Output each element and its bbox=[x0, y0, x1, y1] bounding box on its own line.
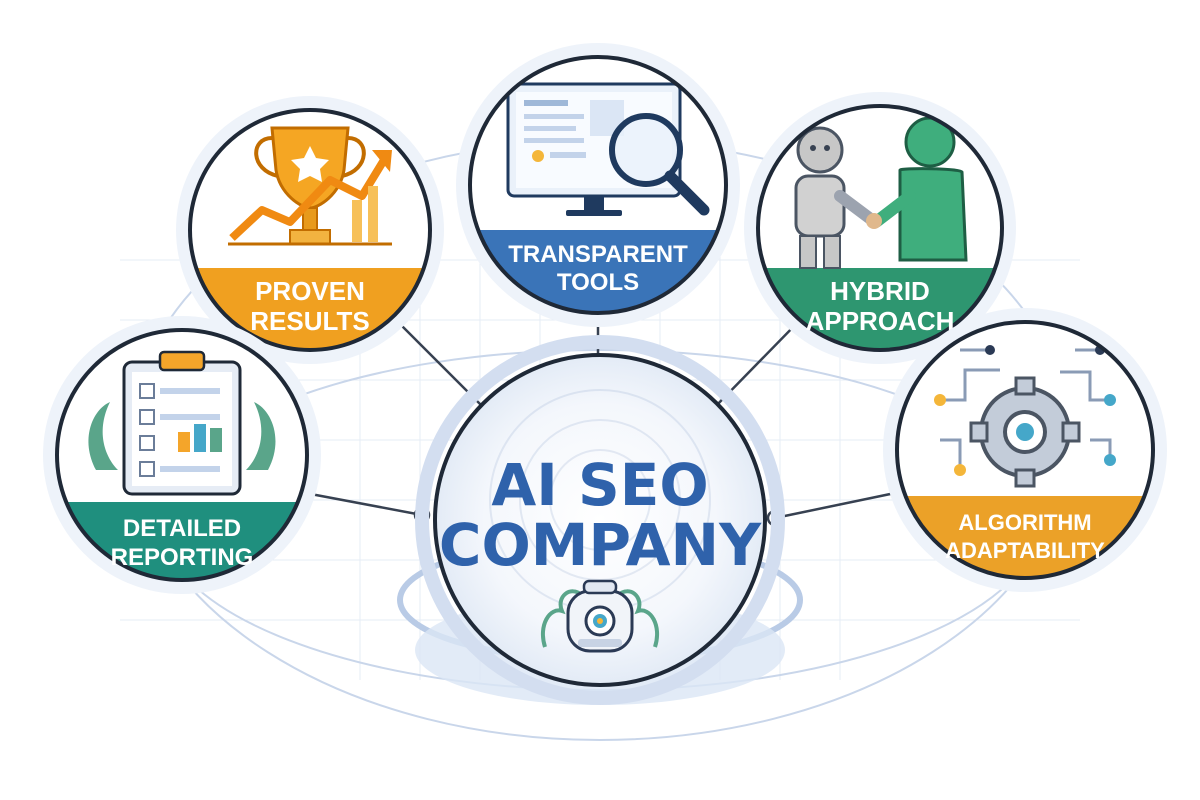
node-proven-results-label-line2: RESULTS bbox=[250, 306, 369, 336]
connector-detailed-reporting bbox=[299, 490, 423, 517]
connector-algorithm-adaptability bbox=[774, 490, 901, 520]
node-proven-results: PROVEN RESULTS bbox=[176, 96, 444, 364]
clipboard-report-icon bbox=[88, 350, 276, 496]
robot-human-handshake-icon bbox=[794, 116, 968, 269]
ai-robot-icon bbox=[541, 579, 659, 653]
center-title-line2: COMPANY bbox=[439, 511, 762, 579]
node-transparent-tools: TRANSPARENT TOOLS bbox=[456, 43, 740, 327]
node-detailed-reporting-label-line2: REPORTING bbox=[111, 544, 254, 571]
node-hybrid-approach-label-line1: HYBRID bbox=[830, 276, 930, 306]
trophy-growth-icon bbox=[228, 126, 392, 246]
center-hub: AI SEO COMPANY bbox=[415, 335, 785, 705]
node-transparent-tools-label-line1: TRANSPARENT bbox=[508, 241, 688, 268]
node-algorithm-adaptability-label-line1: ALGORITHM bbox=[958, 510, 1091, 535]
node-transparent-tools-label-line2: TOOLS bbox=[557, 269, 639, 296]
center-title-line1: AI SEO bbox=[491, 451, 708, 519]
node-detailed-reporting-label-line1: DETAILED bbox=[123, 515, 241, 542]
node-algorithm-adaptability-label-line2: ADAPTABILITY bbox=[945, 538, 1105, 563]
node-detailed-reporting: DETAILED REPORTING bbox=[43, 316, 321, 594]
node-hybrid-approach: HYBRID APPROACH bbox=[744, 92, 1016, 364]
node-algorithm-adaptability: ALGORITHM ADAPTABILITY bbox=[883, 308, 1167, 592]
node-proven-results-label-line1: PROVEN bbox=[255, 276, 365, 306]
node-hybrid-approach-label-line2: APPROACH bbox=[806, 306, 955, 336]
monitor-magnifier-icon bbox=[506, 82, 710, 216]
gear-network-icon bbox=[934, 345, 1116, 488]
